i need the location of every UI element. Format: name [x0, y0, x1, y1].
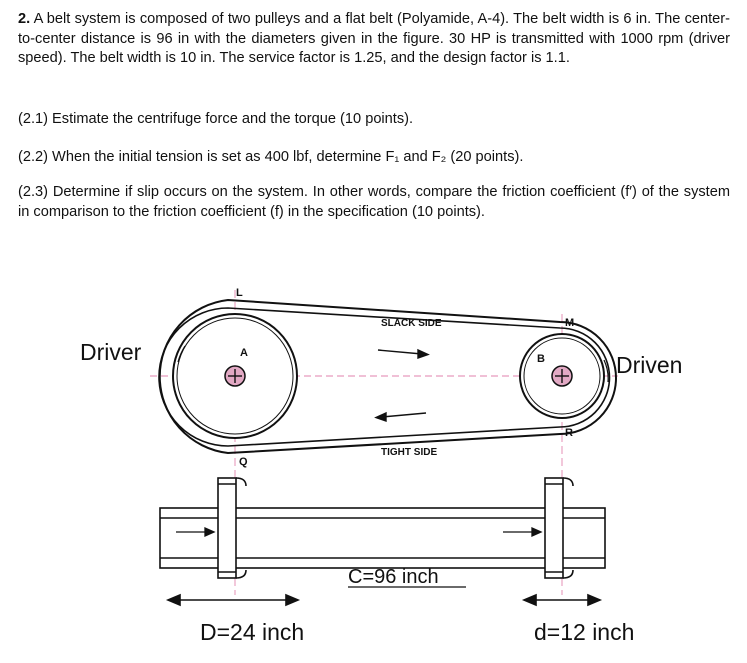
- driver-diameter-label: D=24 inch: [200, 619, 304, 645]
- problem-text: A belt system is composed of two pulleys…: [18, 11, 730, 66]
- question-2-1: (2.1) Estimate the centrifuge force and …: [18, 111, 414, 127]
- belt-pulley-diagram: SLACK SIDE TIGHT SIDE Driver Driven L A …: [80, 287, 682, 645]
- tight-side-label: TIGHT SIDE: [381, 447, 437, 458]
- problem-statement: 2. A belt system is composed of two pull…: [18, 10, 730, 69]
- side-view: [159, 477, 606, 579]
- point-L-label: L: [236, 287, 243, 299]
- flat-belt: [158, 298, 617, 455]
- driven-label: Driven: [616, 352, 682, 378]
- problem-number: 2.: [18, 11, 31, 27]
- driver-diameter-arrow: [165, 593, 301, 607]
- driven-rotation-arc: [603, 359, 609, 383]
- driver-rotation-arc: [177, 345, 186, 363]
- point-A-label: A: [240, 347, 248, 359]
- point-M-label: M: [565, 317, 574, 329]
- driver-pulley: [172, 313, 298, 439]
- driven-pulley: [519, 333, 605, 419]
- point-R-label: R: [565, 427, 573, 439]
- center-distance-label: C=96 inch: [348, 566, 439, 588]
- tight-side-arrow: [374, 411, 427, 422]
- point-Q-label: Q: [239, 456, 248, 468]
- driver-label: Driver: [80, 339, 142, 365]
- driven-diameter-label: d=12 inch: [534, 619, 634, 645]
- point-B-label: B: [537, 353, 545, 365]
- slack-side-arrow: [377, 348, 430, 359]
- slack-side-label: SLACK SIDE: [381, 318, 442, 329]
- belt-side-arrows: [176, 526, 543, 538]
- driven-diameter-arrow: [521, 593, 603, 607]
- question-2-3: (2.3) Determine if slip occurs on the sy…: [18, 184, 730, 220]
- question-2-2: (2.2) When the initial tension is set as…: [18, 149, 524, 165]
